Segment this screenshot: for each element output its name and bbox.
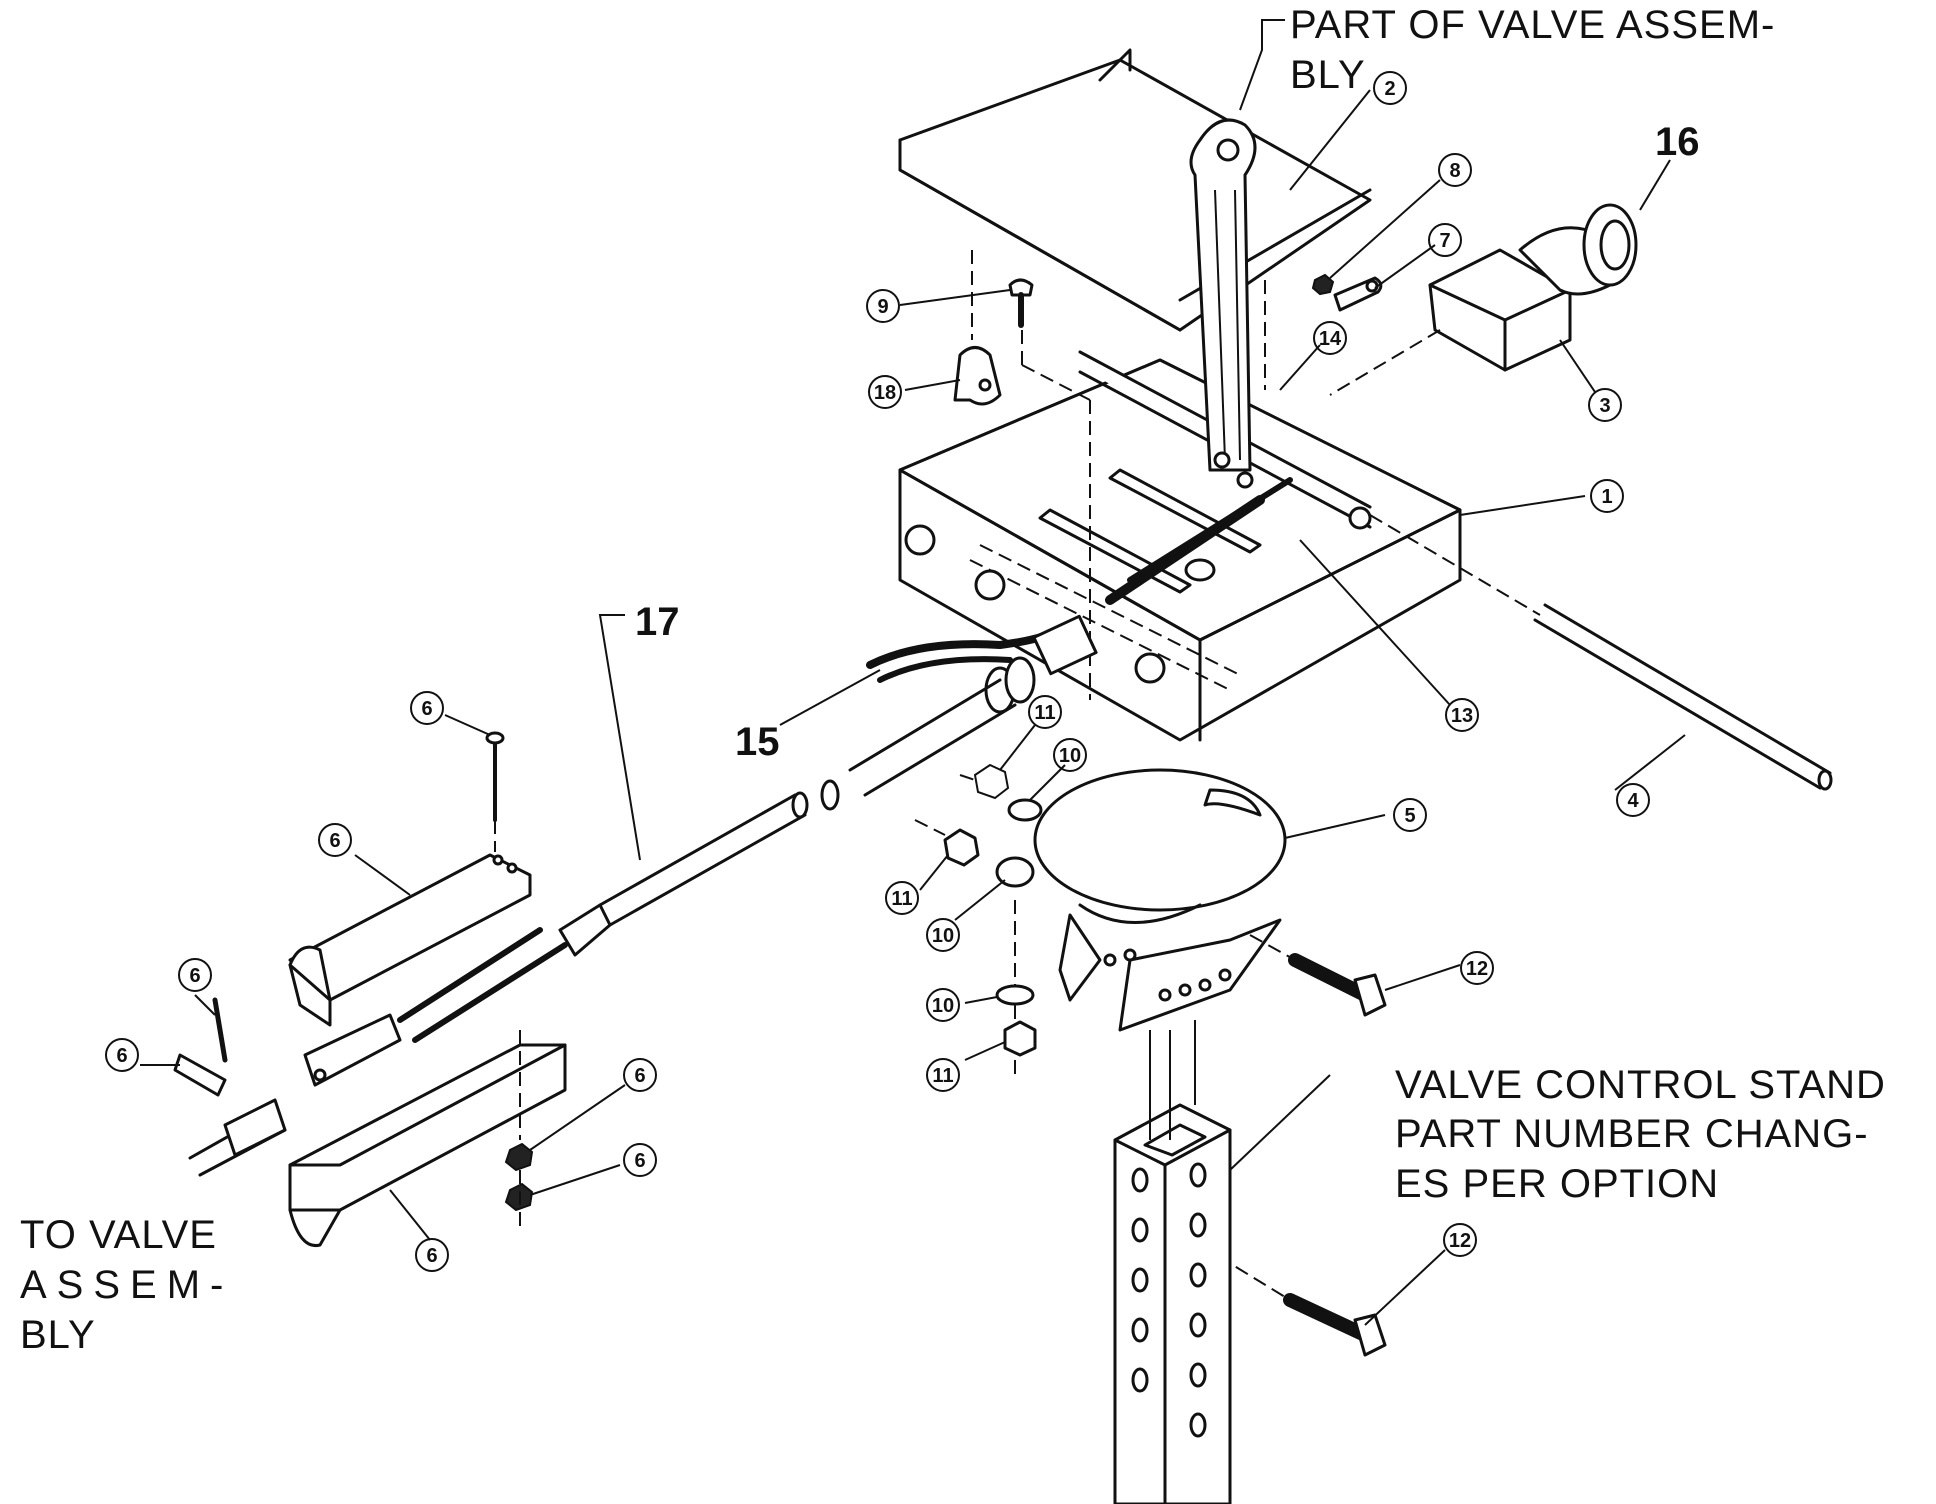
small-hardware [953, 273, 1383, 700]
control-housing-box [898, 350, 1462, 742]
svg-text:10: 10 [1059, 745, 1081, 767]
callout-9: 9 [866, 289, 900, 323]
svg-text:PART OF VALVE ASSEM-: PART OF VALVE ASSEM- [1290, 3, 1775, 47]
callout-2: 2 [1373, 71, 1407, 105]
svg-text:5: 5 [1404, 805, 1415, 827]
callout-18: 18 [868, 375, 902, 409]
callout-10c: 10 [926, 988, 960, 1022]
svg-text:6: 6 [116, 1045, 127, 1067]
callout-5: 5 [1393, 798, 1427, 832]
svg-text:14: 14 [1319, 328, 1342, 350]
svg-text:4: 4 [1627, 790, 1639, 812]
callout-11a: 11 [1028, 695, 1062, 729]
svg-text:3: 3 [1599, 395, 1610, 417]
callout-14: 14 [1313, 321, 1347, 355]
callout-6a: 6 [410, 691, 444, 725]
leader-lines [140, 19, 1686, 1326]
part-number-15: 15 [735, 720, 780, 764]
callout-10a: 10 [1053, 738, 1087, 772]
svg-text:1: 1 [1601, 486, 1612, 508]
bolt-upper [1249, 934, 1387, 1017]
callout-12a: 12 [1460, 951, 1494, 985]
svg-text:6: 6 [329, 830, 340, 852]
svg-text:6: 6 [634, 1150, 645, 1172]
svg-text:ES PER OPTION: ES PER OPTION [1395, 1162, 1719, 1206]
rod [1369, 514, 1833, 791]
svg-text:ASSEM-: ASSEM- [20, 1263, 233, 1307]
svg-text:6: 6 [421, 698, 432, 720]
svg-text:9: 9 [877, 296, 888, 318]
callout-1: 1 [1590, 479, 1624, 513]
lower-bracket [173, 997, 567, 1248]
callout-6b: 6 [318, 823, 352, 857]
callout-6f: 6 [623, 1143, 657, 1177]
callout-3: 3 [1588, 388, 1622, 422]
callout-4: 4 [1616, 783, 1650, 817]
svg-text:TO VALVE: TO VALVE [20, 1213, 217, 1257]
svg-text:11: 11 [891, 888, 912, 910]
callout-8: 8 [1438, 153, 1472, 187]
callout-6g: 6 [415, 1238, 449, 1272]
svg-text:PART NUMBER CHANG-: PART NUMBER CHANG- [1395, 1112, 1869, 1156]
callout-10b: 10 [926, 918, 960, 952]
svg-text:10: 10 [932, 995, 954, 1017]
svg-text:7: 7 [1439, 230, 1450, 252]
dial-plate [1033, 768, 1287, 1032]
svg-text:2: 2 [1384, 78, 1395, 100]
label-part-of-valve-assembly: PART OF VALVE ASSEM- BLY [1290, 3, 1775, 97]
part-number-16: 16 [1655, 120, 1700, 164]
svg-text:11: 11 [932, 1065, 953, 1087]
stand-post [1113, 1020, 1232, 1504]
label-valve-control-stand: VALVE CONTROL STAND PART NUMBER CHANG- E… [1395, 1063, 1886, 1206]
callout-13: 13 [1445, 698, 1479, 732]
svg-text:11: 11 [1034, 702, 1055, 724]
svg-text:6: 6 [634, 1065, 645, 1087]
bolt-lower [1199, 1244, 1387, 1357]
svg-text:6: 6 [189, 965, 200, 987]
svg-text:BLY: BLY [20, 1313, 96, 1357]
svg-text:12: 12 [1466, 958, 1488, 980]
nuts-washers [914, 763, 1043, 1075]
svg-text:18: 18 [874, 382, 896, 404]
callout-11b: 11 [885, 881, 919, 915]
upper-bracket [288, 731, 532, 1027]
valve-lever [1189, 118, 1257, 489]
svg-text:VALVE CONTROL STAND: VALVE CONTROL STAND [1395, 1063, 1886, 1107]
switch-block [1428, 203, 1638, 372]
callout-12b: 12 [1443, 1223, 1477, 1257]
svg-text:13: 13 [1451, 705, 1473, 727]
control-cable [188, 791, 809, 1177]
svg-text:12: 12 [1449, 1230, 1471, 1252]
cover-plate [898, 48, 1372, 390]
callout-6c: 6 [178, 958, 212, 992]
callout-11c: 11 [926, 1058, 960, 1092]
callout-7: 7 [1428, 223, 1462, 257]
callout-6e: 6 [623, 1058, 657, 1092]
part-number-17: 17 [635, 600, 680, 644]
callout-6d: 6 [105, 1038, 139, 1072]
svg-text:10: 10 [932, 925, 954, 947]
svg-text:BLY: BLY [1290, 53, 1366, 97]
cable-fitting [820, 614, 1098, 811]
label-to-valve-assembly: TO VALVE ASSEM- BLY [20, 1213, 233, 1357]
svg-text:6: 6 [426, 1245, 437, 1267]
svg-text:8: 8 [1449, 160, 1460, 182]
